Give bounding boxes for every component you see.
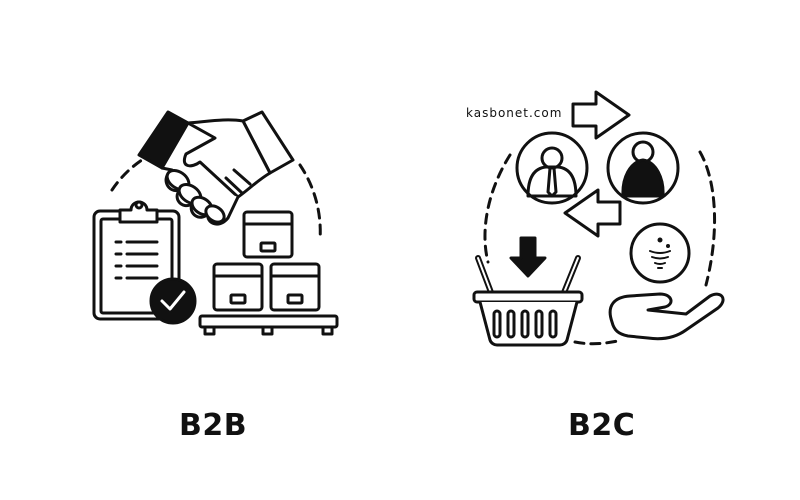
- b2c-dashed-circle: [483, 150, 717, 346]
- b2b-title: B2B: [179, 408, 248, 443]
- tornado-coin-icon: [629, 222, 691, 284]
- businessman-icon: [515, 131, 589, 205]
- shopping-basket-icon: [472, 255, 584, 347]
- clipboard-check-icon: [92, 200, 197, 325]
- watermark-text: kasbonet.com: [466, 106, 563, 120]
- hand-offering-icon: [608, 292, 725, 341]
- arrow-right-icon: [571, 90, 631, 140]
- handshake-icon: [137, 110, 295, 226]
- customer-icon: [606, 131, 680, 205]
- b2c-title: B2C: [568, 408, 636, 443]
- boxes-on-pallet-icon: [198, 210, 339, 336]
- arrow-left-icon: [563, 188, 622, 238]
- download-arrow-icon: [509, 236, 547, 278]
